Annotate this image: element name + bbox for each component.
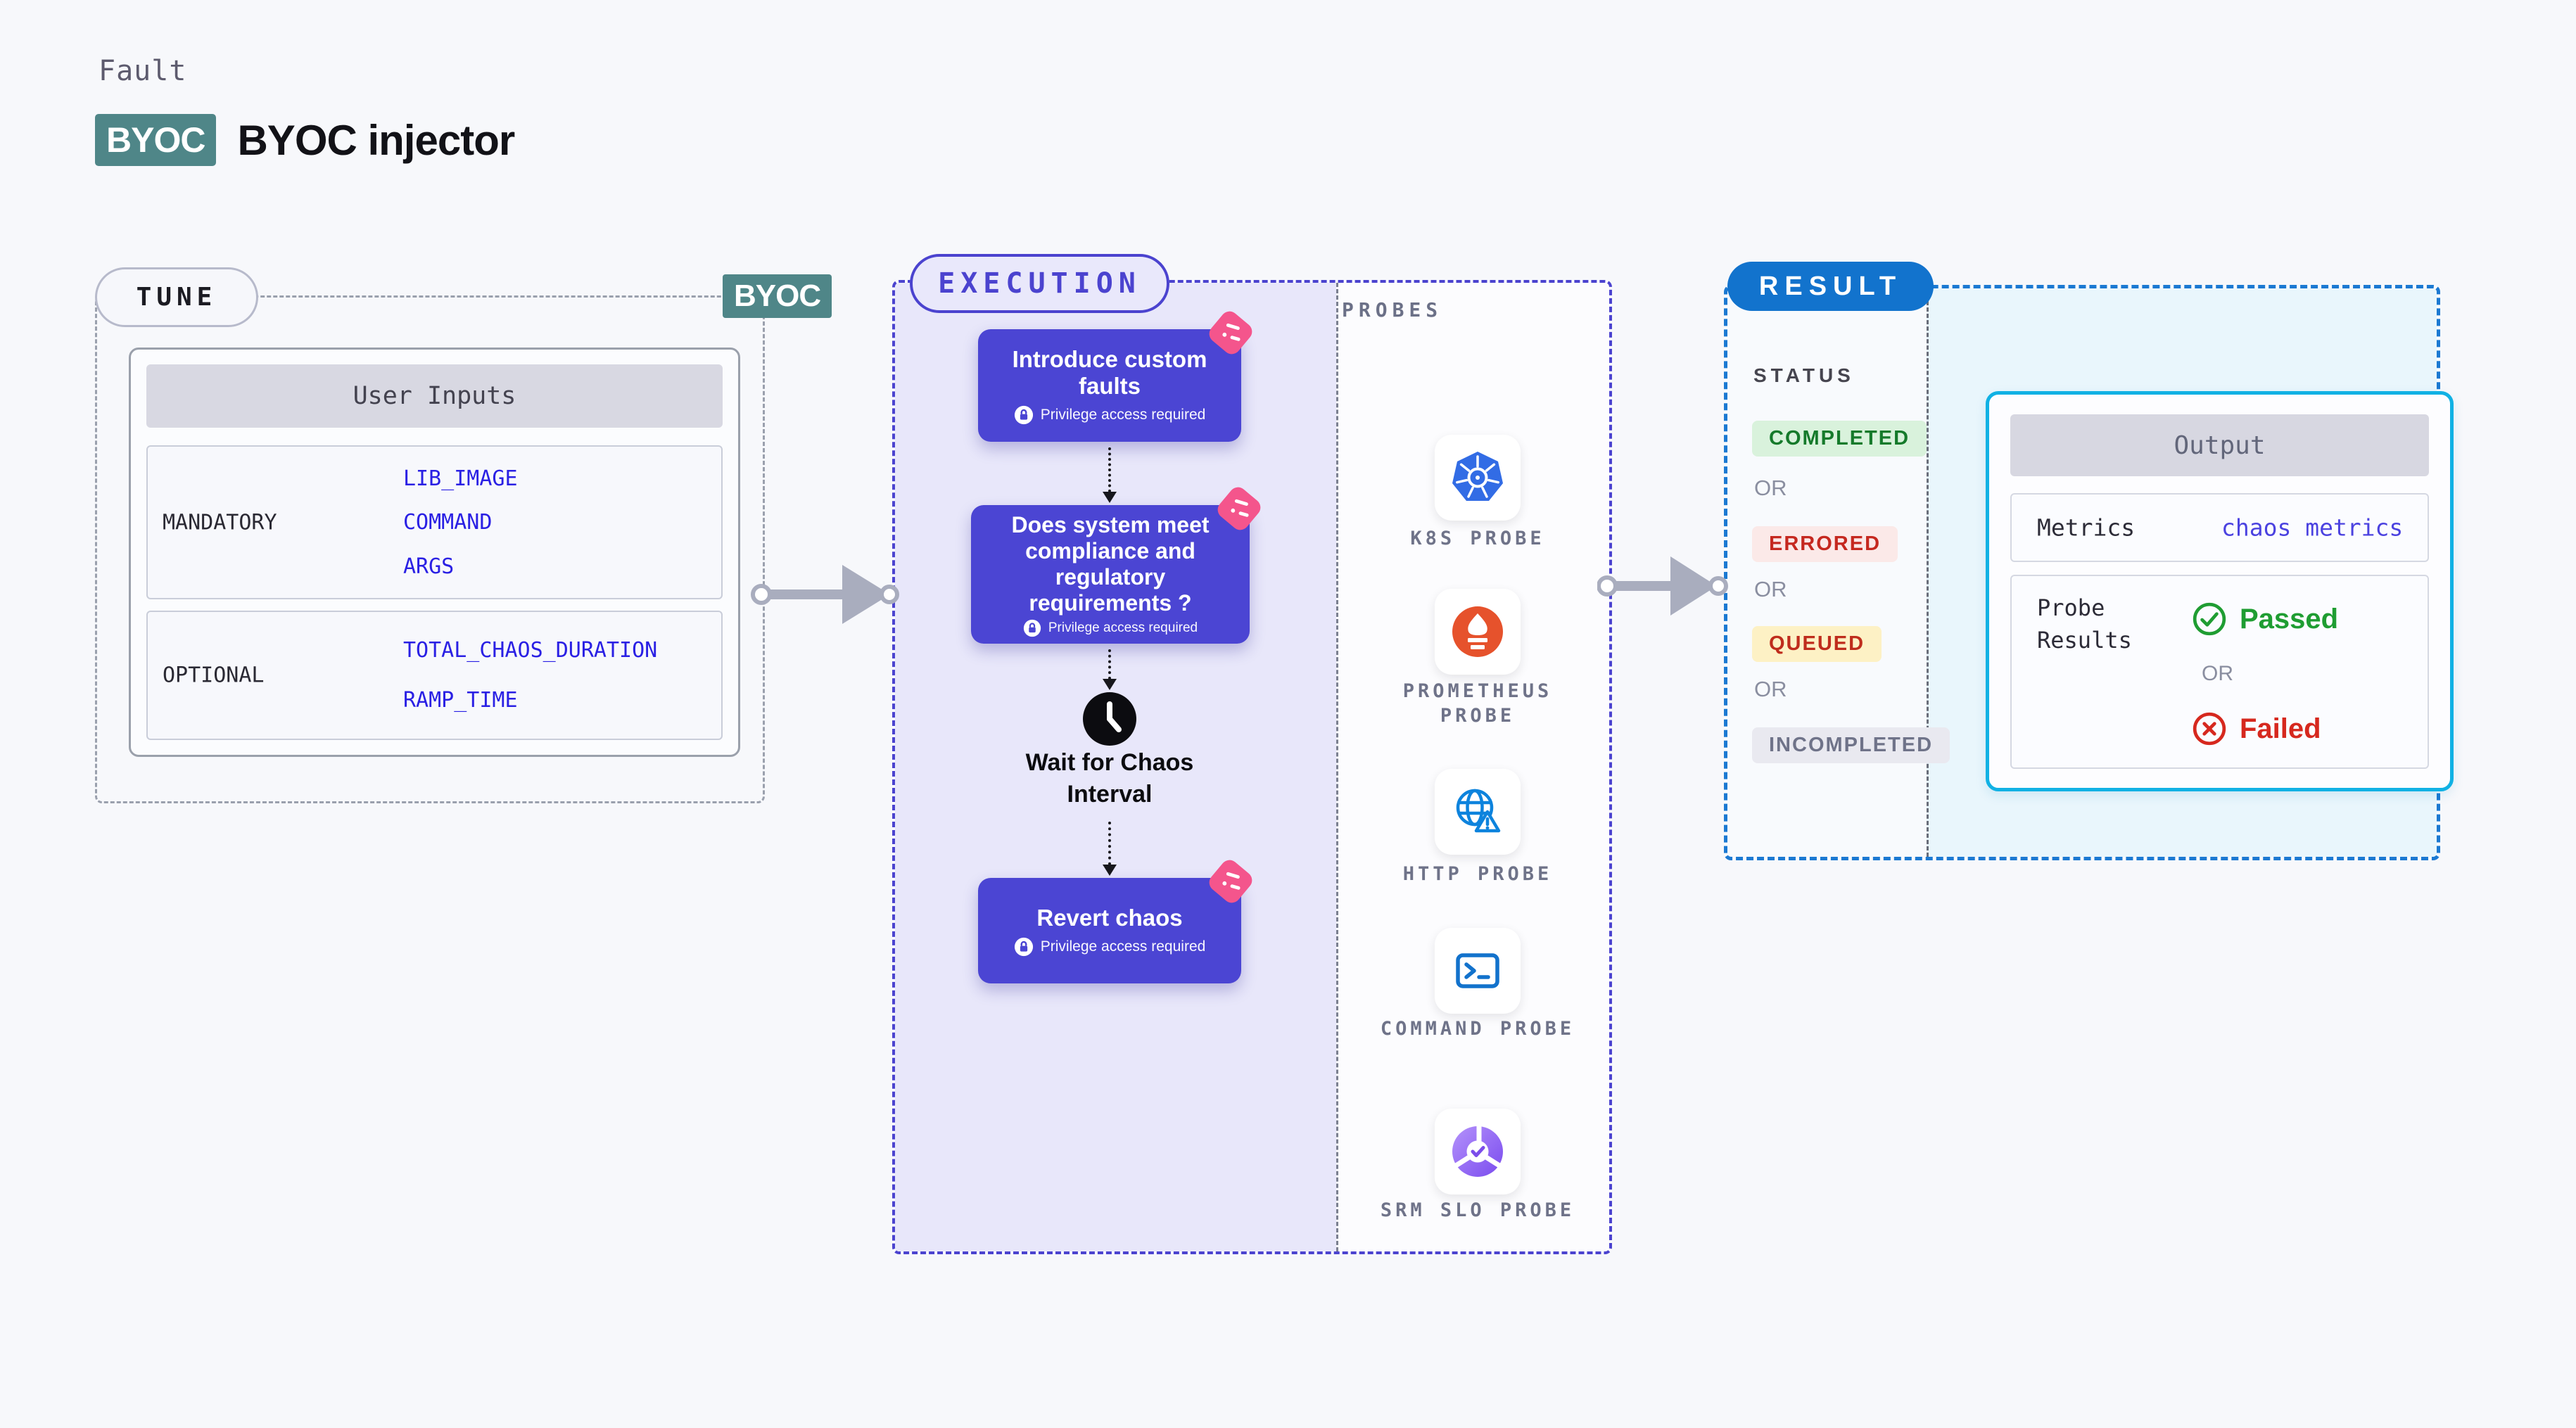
connector-circle xyxy=(1597,575,1618,597)
row-label-mandatory: MANDATORY xyxy=(163,510,277,535)
chaos-scenario-icon xyxy=(1209,311,1252,355)
page-title-row: BYOC BYOC injector xyxy=(95,114,515,166)
page-title: BYOC injector xyxy=(237,116,515,164)
lock-icon xyxy=(1014,405,1033,425)
flow-dotted-arrow xyxy=(1103,822,1117,876)
status-label: STATUS xyxy=(1753,364,1855,386)
slo-donut-icon xyxy=(1452,1123,1503,1177)
mandatory-values: LIB_IMAGE COMMAND ARGS xyxy=(403,447,518,598)
privilege-note-row: Privilege access required xyxy=(1014,937,1206,957)
privilege-note: Privilege access required xyxy=(1040,938,1206,955)
probe-label-http: HTTP PROBE xyxy=(1402,863,1553,885)
probe-card-command xyxy=(1435,928,1521,1014)
node-revert-chaos: Revert chaos Privilege access required xyxy=(978,860,1252,983)
privilege-note: Privilege access required xyxy=(1048,620,1198,635)
user-inputs-header: User Inputs xyxy=(146,364,723,428)
byoc-badge: BYOC xyxy=(95,114,217,166)
row-label-optional: OPTIONAL xyxy=(163,663,265,688)
optional-row: OPTIONAL TOTAL_CHAOS_DURATION RAMP_TIME xyxy=(146,611,723,740)
mandatory-row: MANDATORY LIB_IMAGE COMMAND ARGS xyxy=(146,445,723,599)
status-badge-incompleted: INCOMPLETED xyxy=(1752,727,1950,763)
status-badge-errored: ERRORED xyxy=(1752,526,1898,562)
wait-for-chaos-label: Wait for Chaos Interval xyxy=(1025,749,1194,808)
node-introduce-faults: Introduce custom faults Privilege access… xyxy=(978,311,1252,442)
node-title: Introduce custom faults xyxy=(1012,346,1207,399)
probe-label-prometheus: PROMETHEUS PROBE xyxy=(1402,680,1553,727)
probes-separator xyxy=(1336,283,1338,1251)
or-text: OR xyxy=(1754,476,1787,500)
passed-text: Passed xyxy=(2240,603,2339,635)
probes-to-result-arrow xyxy=(1597,556,1728,616)
probe-results-row: Probe Results Passed OR Failed xyxy=(2010,575,2429,769)
connector-circle xyxy=(880,585,899,604)
connector-circle xyxy=(1708,576,1728,596)
lock-icon xyxy=(1023,619,1041,637)
node-title: Revert chaos xyxy=(1036,905,1183,931)
failed-line: Failed xyxy=(2192,711,2321,746)
terminal-icon xyxy=(1456,953,1499,988)
passed-line: Passed xyxy=(2192,601,2338,637)
privilege-note-row: Privilege access required xyxy=(1014,405,1206,425)
chaos-scenario-icon xyxy=(1217,487,1261,530)
probe-label-srm-slo: SRM SLO PROBE xyxy=(1380,1199,1575,1221)
kubernetes-icon xyxy=(1452,452,1503,501)
chaos-scenario-icon xyxy=(1209,860,1252,903)
metrics-row: Metrics chaos metrics xyxy=(2010,493,2429,562)
chaos-metrics-link[interactable]: chaos metrics xyxy=(2221,514,2404,542)
status-badge-queued: QUEUED xyxy=(1752,626,1882,662)
privilege-note-row: Privilege access required xyxy=(1023,619,1198,637)
probes-label: PROBES xyxy=(1342,298,1443,321)
probe-card-http xyxy=(1435,769,1521,855)
input-link-ramp-time[interactable]: RAMP_TIME xyxy=(403,688,518,713)
check-circle-icon xyxy=(2193,602,2226,636)
output-card: Output Metrics chaos metrics Probe Resul… xyxy=(1986,391,2454,791)
privilege-note: Privilege access required xyxy=(1040,407,1206,423)
probe-label-command: COMMAND PROBE xyxy=(1380,1018,1575,1040)
probe-card-prometheus xyxy=(1435,589,1521,675)
flow-dotted-arrow xyxy=(1103,649,1117,690)
node-compliance-check: Does system meet compliance and regulato… xyxy=(971,487,1261,644)
x-circle-icon xyxy=(2193,712,2226,746)
result-separator xyxy=(1927,288,1929,857)
node-title: Does system meet compliance and regulato… xyxy=(1011,511,1210,616)
probe-label-k8s: K8S PROBE xyxy=(1410,528,1545,549)
status-badge-completed: COMPLETED xyxy=(1752,421,1927,457)
metrics-label: Metrics xyxy=(2037,514,2136,542)
failed-text: Failed xyxy=(2240,713,2321,744)
flow-dotted-arrow xyxy=(1103,447,1117,503)
output-header: Output xyxy=(2010,414,2429,476)
probe-card-srm-slo xyxy=(1435,1109,1521,1194)
input-link-args[interactable]: ARGS xyxy=(403,554,455,579)
clock-icon xyxy=(1083,692,1136,746)
connector-circle xyxy=(751,584,772,605)
user-inputs-card: User Inputs MANDATORY LIB_IMAGE COMMAND … xyxy=(129,348,740,757)
execution-panel xyxy=(895,283,1336,1251)
tune-to-execution-arrow xyxy=(751,565,899,624)
result-pill: RESULT xyxy=(1727,262,1934,311)
execution-pill: EXECUTION xyxy=(910,254,1169,313)
tune-pill: TUNE xyxy=(95,267,258,327)
input-link-command[interactable]: COMMAND xyxy=(403,510,493,535)
or-text: OR xyxy=(1754,677,1787,701)
or-text: OR xyxy=(1754,577,1787,601)
input-link-lib-image[interactable]: LIB_IMAGE xyxy=(403,466,518,491)
tune-section xyxy=(95,295,765,803)
probe-card-k8s xyxy=(1435,435,1521,521)
or-text: OR xyxy=(2202,662,2233,685)
probe-results-label: Probe Results xyxy=(2037,594,2132,654)
tune-corner-byoc-badge: BYOC xyxy=(723,274,832,318)
fault-eyebrow: Fault xyxy=(99,55,187,87)
globe-warning-icon xyxy=(1456,789,1501,833)
optional-values: TOTAL_CHAOS_DURATION RAMP_TIME xyxy=(403,612,657,739)
prometheus-icon xyxy=(1452,606,1503,657)
input-link-total-chaos-duration[interactable]: TOTAL_CHAOS_DURATION xyxy=(403,637,658,663)
lock-icon xyxy=(1014,937,1033,957)
